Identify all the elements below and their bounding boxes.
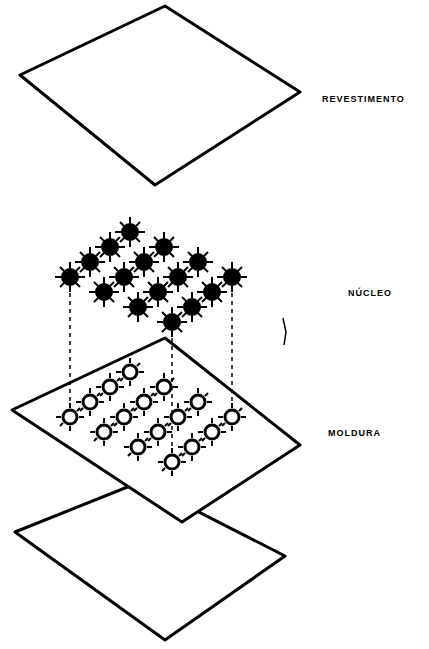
top-skin xyxy=(20,6,300,185)
bottom-skin xyxy=(15,482,285,640)
stray-mark xyxy=(283,318,286,345)
core-nodes xyxy=(55,217,247,337)
skin-label: REVESTIMENTO xyxy=(322,94,405,104)
frame-label: MOLDURA xyxy=(328,428,381,438)
frame-rings xyxy=(56,358,246,476)
core-label: NÚCLEO xyxy=(348,288,392,298)
guide-lines xyxy=(70,293,232,446)
frame-plate xyxy=(12,338,300,522)
